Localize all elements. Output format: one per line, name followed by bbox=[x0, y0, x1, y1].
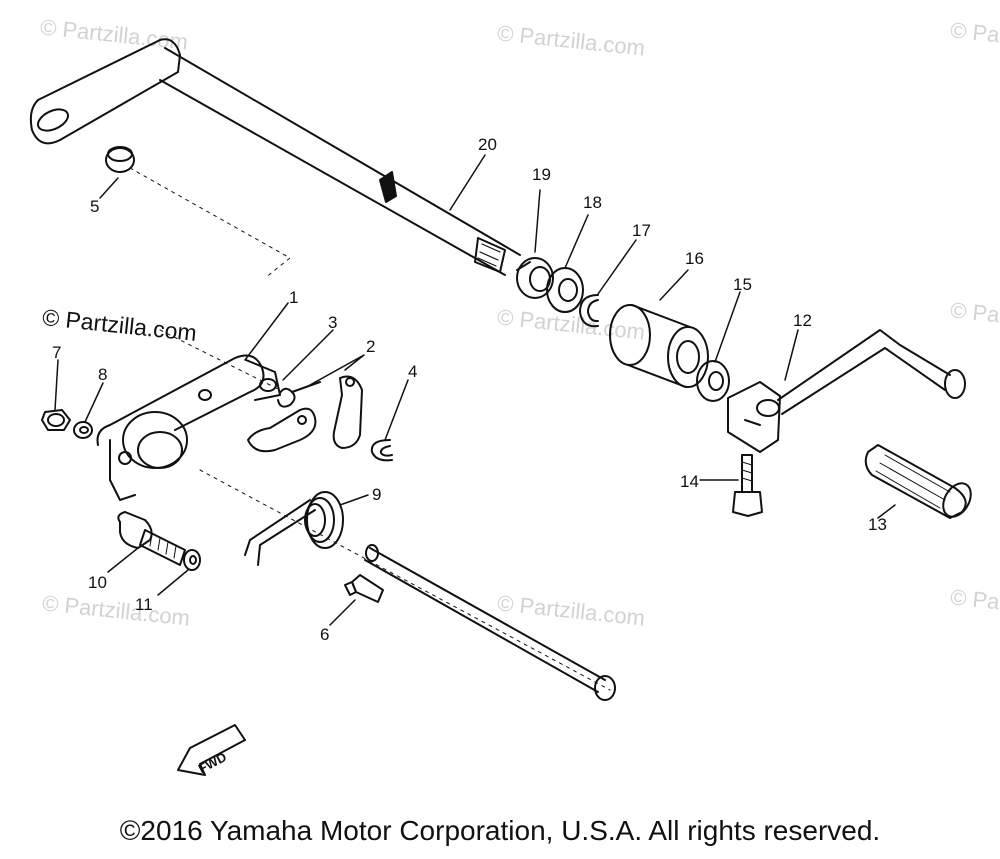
callout-7: 7 bbox=[52, 343, 61, 362]
callout-19: 19 bbox=[532, 165, 551, 184]
fwd-arrow bbox=[177, 724, 246, 776]
callout-2: 2 bbox=[366, 337, 375, 356]
part-15-washer bbox=[696, 360, 730, 402]
part-1-shift-arm bbox=[96, 354, 281, 501]
callout-12: 12 bbox=[793, 311, 812, 330]
part-6-pin bbox=[344, 574, 384, 603]
callout-9: 9 bbox=[372, 485, 381, 504]
callout-18: 18 bbox=[583, 193, 602, 212]
callout-10: 10 bbox=[88, 573, 107, 592]
part-5-bushing bbox=[105, 146, 135, 173]
callout-11: 11 bbox=[135, 595, 153, 614]
callout-17: 17 bbox=[632, 221, 651, 240]
part-17-circlip bbox=[579, 294, 599, 328]
callout-6: 6 bbox=[320, 625, 329, 644]
part-16-collar bbox=[609, 304, 709, 388]
part-10-bolt bbox=[117, 511, 186, 566]
part-14-bolt bbox=[732, 454, 763, 517]
callout-3: 3 bbox=[328, 313, 337, 332]
callout-5: 5 bbox=[90, 197, 99, 216]
copyright-notice: ©2016 Yamaha Motor Corporation, U.S.A. A… bbox=[119, 815, 881, 846]
callout-15: 15 bbox=[733, 275, 752, 294]
callout-16: 16 bbox=[685, 249, 704, 268]
part-3-spring bbox=[277, 381, 321, 408]
part-7-nut bbox=[41, 409, 71, 431]
lower-shaft bbox=[364, 544, 616, 701]
callout-8: 8 bbox=[98, 365, 107, 384]
part-18-washer bbox=[546, 267, 584, 313]
part-9-return-spring bbox=[244, 491, 344, 566]
part-11-washer bbox=[183, 549, 201, 571]
part-2-pawls bbox=[247, 375, 363, 453]
part-8-washer bbox=[73, 421, 93, 439]
part-12-shift-pedal bbox=[727, 329, 966, 453]
callout-13: 13 bbox=[868, 515, 887, 534]
fwd-label: FWD bbox=[196, 749, 229, 776]
callout-1: 1 bbox=[289, 288, 298, 307]
callout-20: 20 bbox=[478, 135, 497, 154]
part-20-shift-shaft bbox=[29, 38, 521, 276]
part-13-pedal-rubber bbox=[864, 444, 972, 519]
callout-4: 4 bbox=[408, 362, 417, 381]
part-4-circlip bbox=[370, 439, 393, 462]
callout-14: 14 bbox=[680, 472, 699, 491]
